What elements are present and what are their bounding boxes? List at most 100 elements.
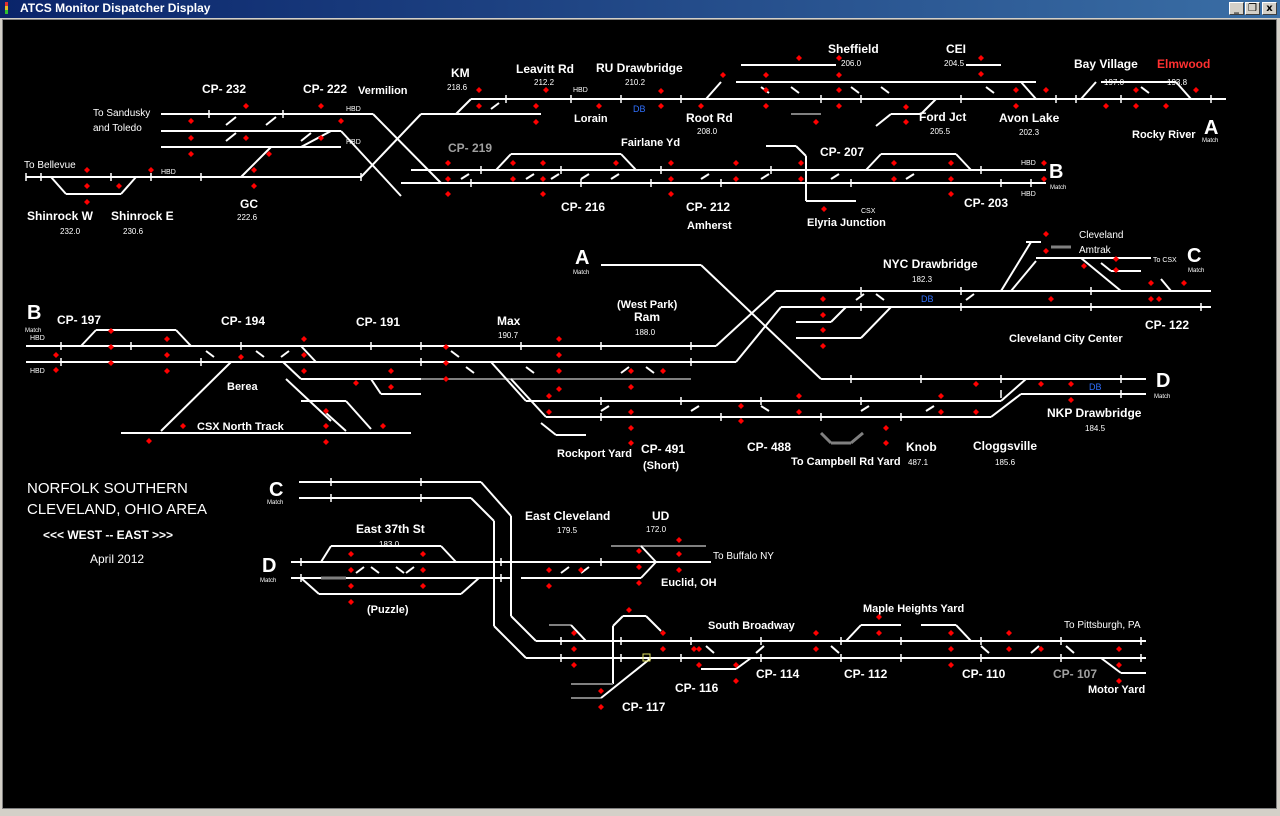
south-broadway-label: South Broadway [708,620,796,632]
hbd-label: HBD [1021,160,1036,167]
signal-head [1068,397,1074,403]
signal-head [556,336,562,342]
shinrock-e-label: Shinrock E [111,209,174,223]
signal-head [668,160,674,166]
signal-head [628,440,634,446]
signal-head [510,176,516,182]
berea-label: Berea [227,381,258,393]
hbd-label: HBD [346,139,361,146]
milepost: 206.0 [841,59,862,68]
signal-head [696,662,702,668]
signal-head [1043,87,1049,93]
signal-head [571,662,577,668]
signal-head [1041,160,1047,166]
signal-head [1068,381,1074,387]
signal-head [836,87,842,93]
ford-jct-label: Ford Jct [919,110,966,124]
signal-head [338,118,344,124]
amtrak-label: Amtrak [1079,245,1112,256]
sheffield-label: Sheffield [828,42,879,56]
signal-head [691,646,697,652]
milepost: 193.8 [1167,78,1188,87]
signal-head [948,646,954,652]
knob-label: Knob [906,440,937,454]
signal-head [660,646,666,652]
gc-label: GC [240,197,258,211]
signal-head [978,55,984,61]
track-layer [26,64,1226,699]
signal-head [546,567,552,573]
signal-head [820,312,826,318]
close-button[interactable]: x [1262,2,1277,15]
to-sandusky-label: To Sandusky [93,108,150,119]
milepost: 183.0 [379,540,400,549]
to-campbell-label: To Campbell Rd Yard [791,456,901,468]
max-label: Max [497,314,521,328]
app-icon [5,2,8,14]
lorain-label: Lorain [574,113,608,125]
signal-head [323,423,329,429]
maximize-button[interactable]: ❐ [1245,2,1260,15]
signal-head [84,167,90,173]
signal-head [696,646,702,652]
cp-114-label: CP- 114 [756,667,800,681]
signal-head [720,72,726,78]
drawbridge-label: DB [633,104,646,114]
milepost: 208.0 [697,127,718,136]
signal-head [876,614,882,620]
signal-head [948,191,954,197]
legend-company: NORFOLK SOUTHERN [27,480,188,497]
signal-head [476,87,482,93]
signal-head [445,191,451,197]
milepost: 230.6 [123,227,144,236]
ram-label: Ram [634,310,660,324]
signal-head [388,368,394,374]
match-c-left-label: C [269,479,283,501]
signal-head [821,206,827,212]
minimize-button[interactable]: _ [1229,2,1244,15]
milepost: 222.6 [237,213,258,222]
signal-head [658,88,664,94]
signal-head [1133,103,1139,109]
milepost: 210.2 [625,78,646,87]
signal-head [1148,296,1154,302]
track-diagram: DB DB DB CP- 232 CP- 222 Vermilion KM Le… [24,42,1226,714]
signal-head [476,103,482,109]
match-tag: Match [573,270,589,276]
match-a-left-label: A [575,247,589,269]
match-d-label: D [1156,370,1170,392]
signal-head [353,380,359,386]
hbd-label: HBD [30,368,45,375]
milepost: 179.5 [557,526,578,535]
km-label: KM [451,66,470,80]
signal-head [1081,263,1087,269]
nkp-drawbridge-label: NKP Drawbridge [1047,406,1142,420]
cp-191-label: CP- 191 [356,315,400,329]
signal-head [738,418,744,424]
legend-date: April 2012 [90,552,144,566]
signal-head [420,583,426,589]
match-b-left-label: B [27,302,41,324]
cp-216-label: CP- 216 [561,200,605,214]
milepost: 202.3 [1019,128,1040,137]
window-titlebar[interactable]: ATCS Monitor Dispatcher Display _ ❐ x [0,0,1280,18]
signal-head [243,135,249,141]
signal-head [813,630,819,636]
match-a-label: A [1204,117,1218,139]
signal-head [820,327,826,333]
signal-head [938,393,944,399]
signal-head [798,160,804,166]
elyria-junction-label: Elyria Junction [807,217,886,229]
signal-head [318,135,324,141]
cleveland-label: Cleveland [1079,230,1123,241]
signal-head [301,368,307,374]
signal-head [1181,280,1187,286]
signal-head [533,119,539,125]
signal-head [266,151,272,157]
signal-head [636,580,642,586]
milepost: 185.6 [995,458,1016,467]
signal-head [1113,267,1119,273]
signal-head [891,176,897,182]
dispatcher-display[interactable]: DB DB DB CP- 232 CP- 222 Vermilion KM Le… [2,19,1277,809]
milepost: 172.0 [646,525,667,534]
